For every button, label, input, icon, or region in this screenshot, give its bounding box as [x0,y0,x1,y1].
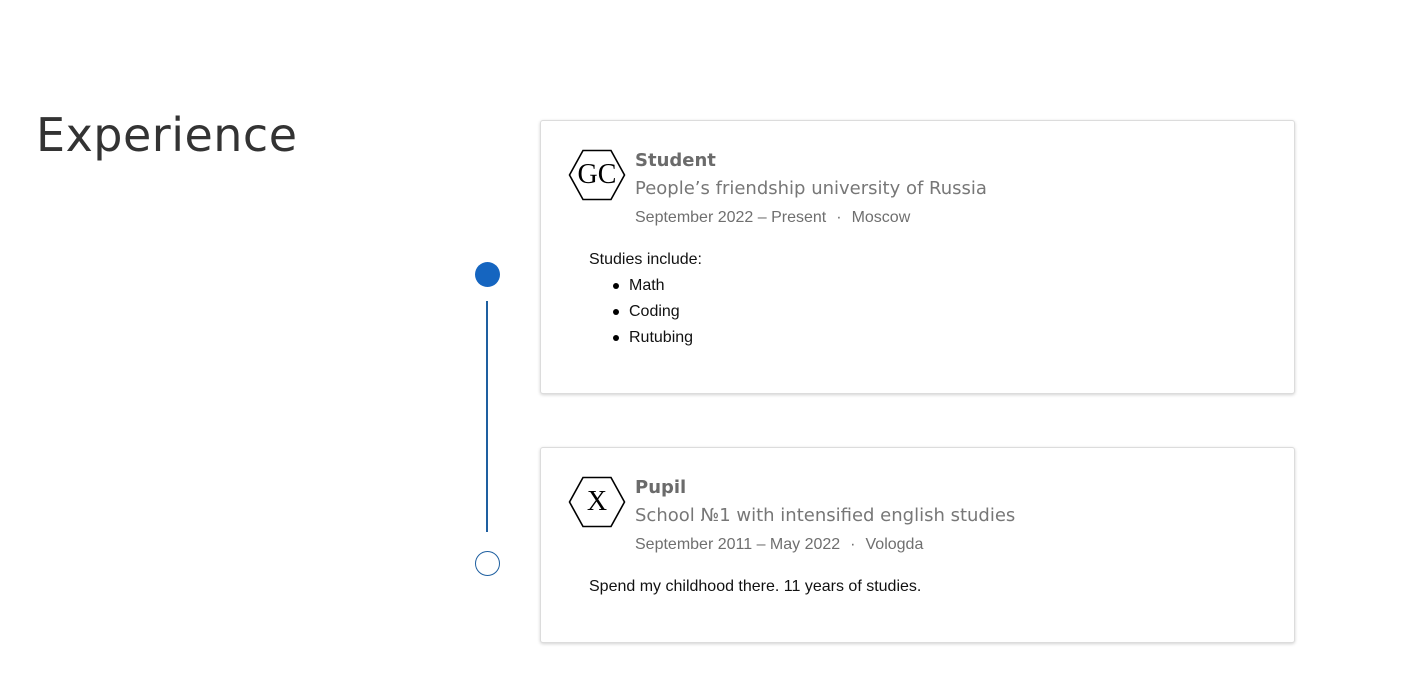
description-text: Spend my childhood there. 11 years of st… [589,578,922,595]
card-description: Spend my childhood there. 11 years of st… [589,574,921,600]
experience-card: X Pupil School №1 with intensified engli… [540,447,1295,643]
studies-list: Math Coding Rutubing [589,273,702,351]
card-description: Studies include: Math Coding Rutubing [589,247,702,351]
list-item: Coding [613,299,702,325]
role-title: Student [635,150,716,171]
list-item: Rutubing [613,325,702,351]
timeline-dot-past [475,551,500,576]
timeline-line [486,301,488,532]
org-logo-icon: GC [568,149,626,201]
org-logo-text: GC [577,159,617,190]
section-title: Experience [36,108,298,162]
location: Moscow [851,209,911,226]
location: Vologda [865,536,924,553]
description-text: Studies include: [589,251,702,268]
organization-name: People’s friendship university of Russia [635,178,987,199]
meta-separator: · [836,209,842,226]
period-location: September 2022 – Present · Moscow [635,206,987,230]
period: September 2011 – May 2022 [635,536,841,553]
organization-name: School №1 with intensified english studi… [635,505,1016,526]
period-location: September 2011 – May 2022 · Vologda [635,533,1015,557]
role-title: Pupil [635,477,687,498]
meta-separator: · [850,536,856,553]
org-logo-icon: X [568,476,626,528]
org-logo-text: X [586,486,608,517]
list-item: Math [613,273,702,299]
experience-card: GC Student People’s friendship universit… [540,120,1295,394]
period: September 2022 – Present [635,209,827,226]
timeline-dot-current [475,262,500,287]
card-header: Pupil School №1 with intensified english… [635,476,1015,557]
card-header: Student People’s friendship university o… [635,149,987,230]
